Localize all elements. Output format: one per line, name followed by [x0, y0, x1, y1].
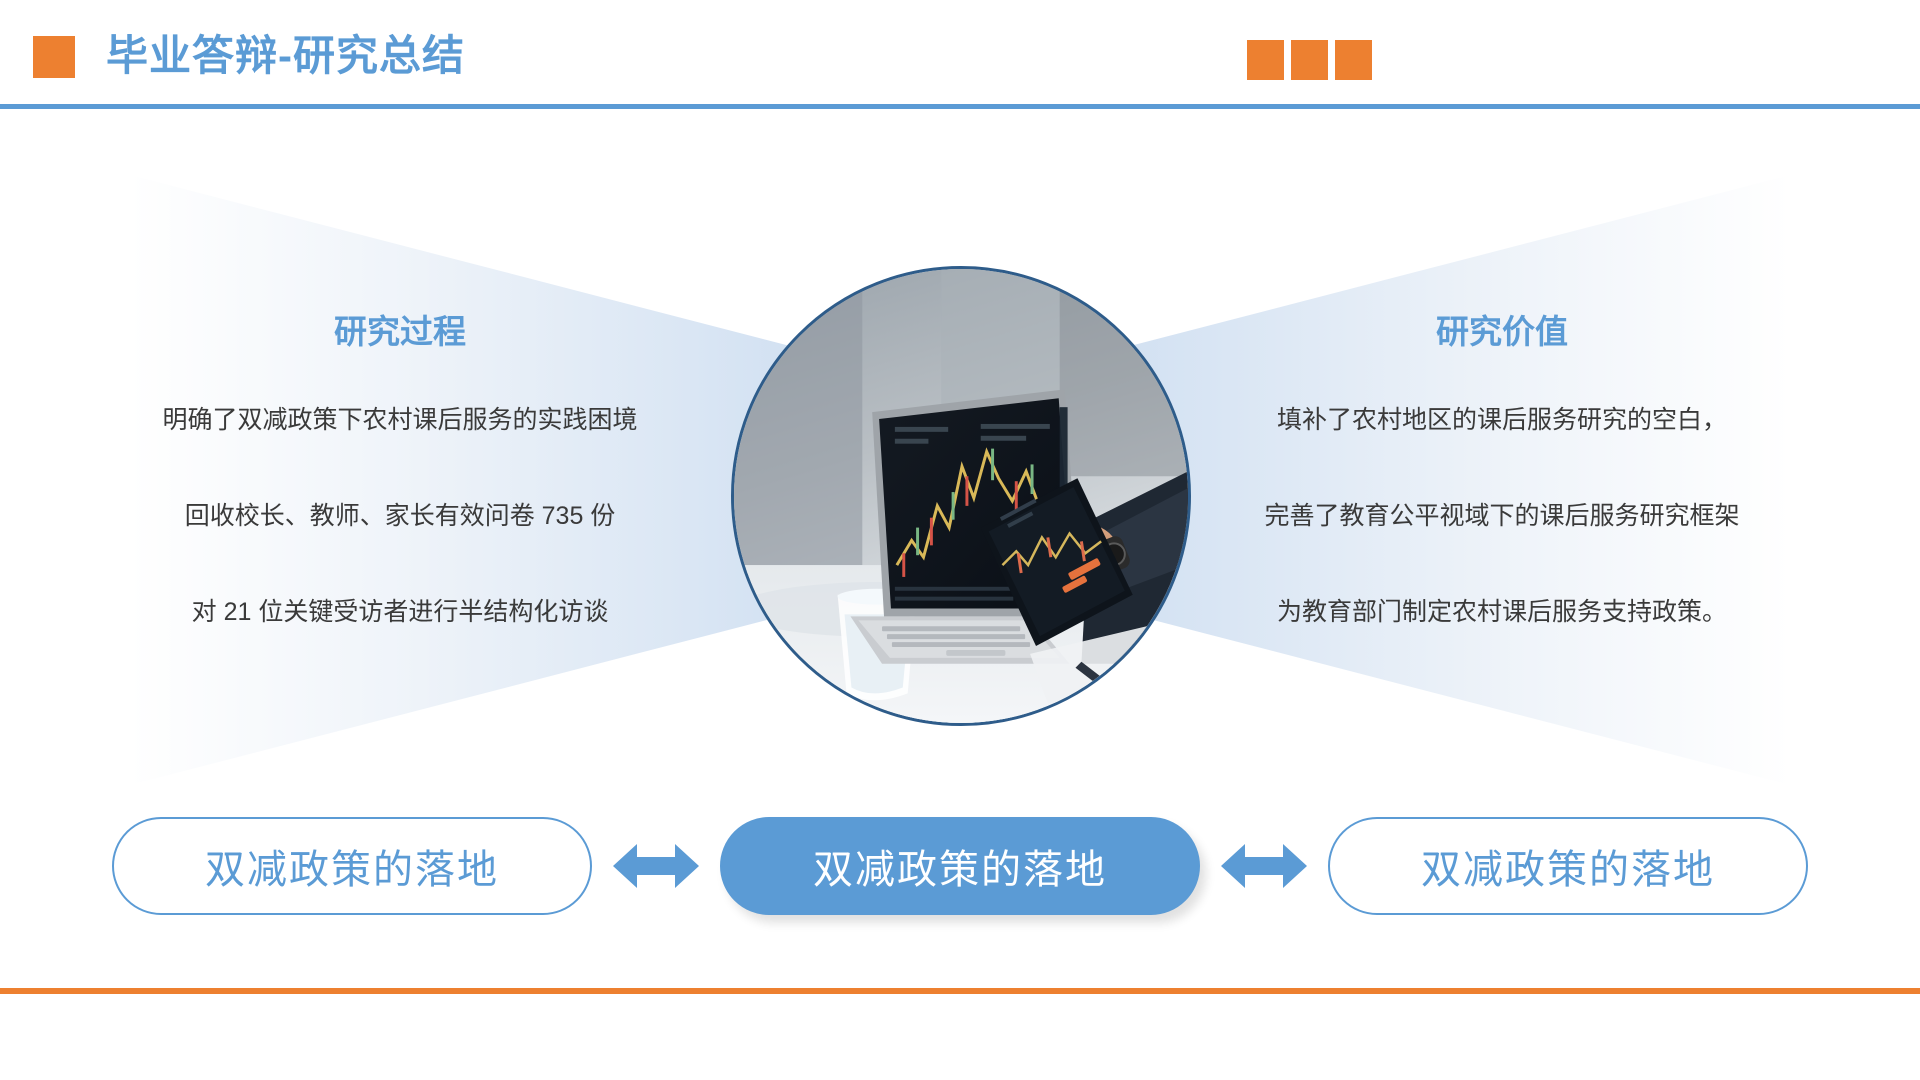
center-photo — [731, 266, 1191, 726]
page-title: 毕业答辩-研究总结 — [106, 32, 465, 79]
double-arrow-right-icon — [1200, 840, 1328, 892]
pill-row: 双减政策的落地 双减政策的落地 双减政策的落地 — [0, 805, 1920, 927]
right-column-heading: 研究价值 — [1436, 313, 1568, 350]
corner-square-3-icon — [1335, 40, 1372, 80]
left-column-line-3: 对 21 位关键受访者进行半结构化访谈 — [191, 598, 609, 626]
double-arrow-left-icon — [592, 840, 720, 892]
right-column-line-2: 完善了教育公平视域下的课后服务研究框架 — [1264, 502, 1740, 530]
bowtie-background-shape — [130, 175, 1790, 785]
pill-button-1[interactable]: 双减政策的落地 — [112, 817, 592, 915]
research-value-column: 研究价值 填补了农村地区的课后服务研究的空白， 完善了教育公平视域下的课后服务研… — [1222, 310, 1782, 630]
right-column-line-1: 填补了农村地区的课后服务研究的空白， — [1276, 406, 1727, 434]
slide-header: 毕业答辩-研究总结 — [0, 0, 1920, 109]
corner-decoration — [1247, 40, 1372, 80]
corner-square-1-icon — [1247, 40, 1284, 80]
title-marker-square — [33, 36, 75, 78]
pill-button-3[interactable]: 双减政策的落地 — [1328, 817, 1808, 915]
right-column-line-3: 为教育部门制定农村课后服务支持政策。 — [1276, 598, 1727, 626]
left-column-line-2: 回收校长、教师、家长有效问卷 735 份 — [184, 502, 616, 530]
footer-divider — [0, 988, 1920, 994]
left-column-heading: 研究过程 — [334, 313, 466, 350]
left-column-line-1: 明确了双减政策下农村课后服务的实践困境 — [162, 406, 638, 434]
pill-button-2[interactable]: 双减政策的落地 — [720, 817, 1200, 915]
header-divider — [0, 104, 1920, 109]
corner-square-2-icon — [1291, 40, 1328, 80]
research-process-column: 研究过程 明确了双减政策下农村课后服务的实践困境 回收校长、教师、家长有效问卷 … — [120, 310, 680, 630]
